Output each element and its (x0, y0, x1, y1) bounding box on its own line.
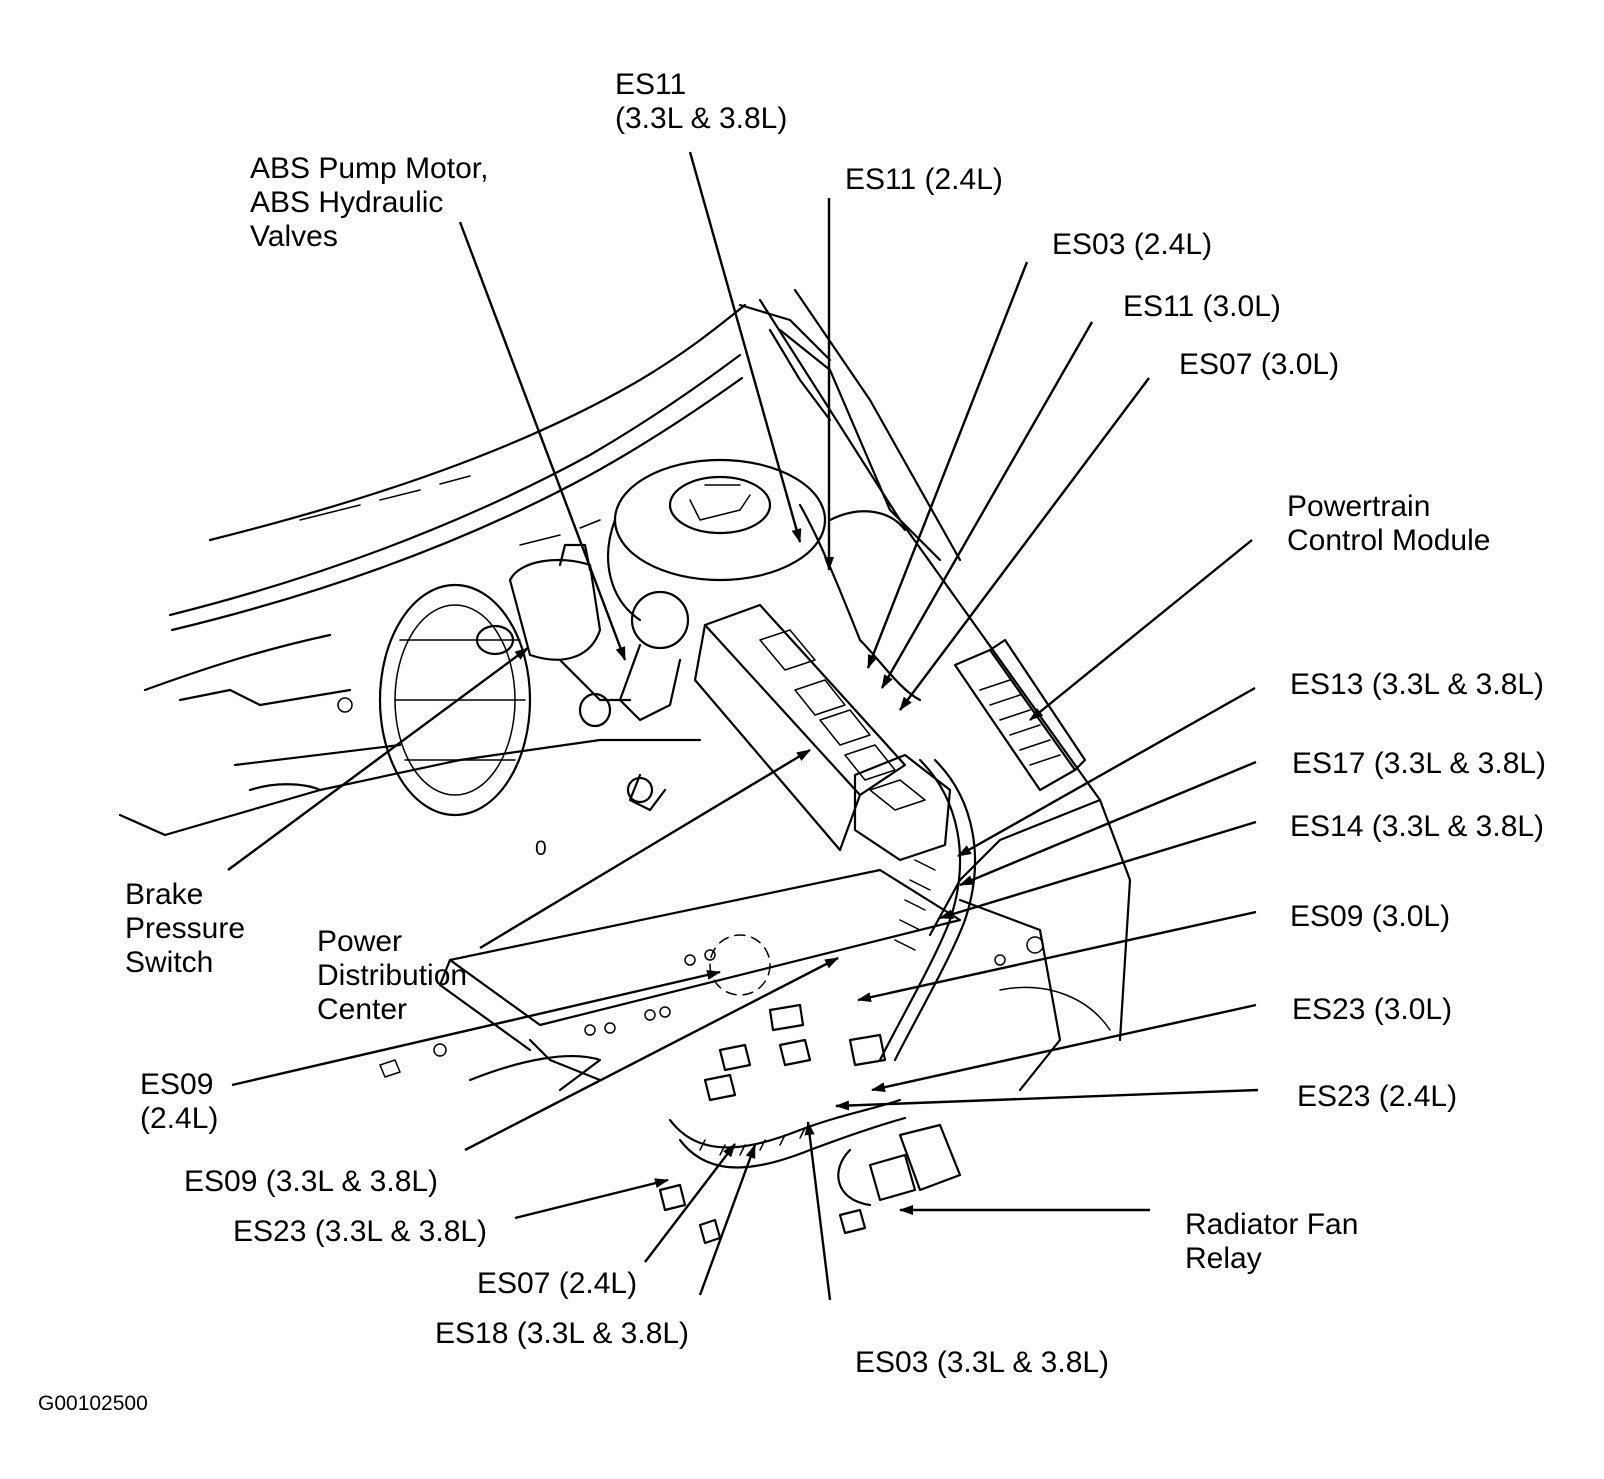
figure-code: G00102500 (38, 1392, 148, 1415)
leader-pcm (1029, 539, 1253, 721)
label-es13: ES13 (3.3L & 3.8L) (1290, 668, 1545, 701)
engine-compartment-drawing: 0 (118, 288, 1132, 1245)
leader-es11-30 (880, 321, 1094, 689)
leader-es14 (939, 820, 1257, 920)
label-power-distribution-center: Power Distribution Center (317, 925, 468, 1026)
label-es11-30: ES11 (3.0L) (1123, 290, 1281, 323)
label-es17: ES17 (3.3L & 3.8L) (1292, 747, 1547, 780)
label-es23-30: ES23 (3.0L) (1292, 993, 1453, 1026)
leader-es07-24 (644, 1143, 736, 1263)
svg-text:0: 0 (535, 837, 547, 860)
label-abs-pump-motor: ABS Pump Motor, ABS Hydraulic Valves (250, 152, 489, 253)
label-es09-30: ES09 (3.0L) (1290, 900, 1451, 933)
leader-es23-33-38 (514, 1178, 669, 1220)
leader-lines (227, 151, 1259, 1301)
label-es23-24: ES23 (2.4L) (1297, 1080, 1458, 1113)
leader-es18 (698, 1144, 757, 1296)
leader-es09-24 (231, 970, 721, 1087)
leader-es09-33-38 (464, 956, 839, 1152)
leader-es09-30 (857, 910, 1257, 1003)
label-es14: ES14 (3.3L & 3.8L) (1290, 810, 1545, 843)
label-es11-24: ES11 (2.4L) (845, 163, 1003, 196)
leader-pdc (479, 748, 811, 950)
label-es09-24: ES09 (2.4L) (140, 1068, 219, 1135)
label-es11-33-38: ES11 (3.3L & 3.8L) (615, 68, 788, 135)
label-es07-30: ES07 (3.0L) (1179, 348, 1340, 381)
leader-es07-30 (899, 377, 1150, 711)
leader-es23-30 (871, 1003, 1257, 1093)
leader-es03-24 (866, 261, 1029, 669)
label-radiator-fan-relay: Radiator Fan Relay (1185, 1208, 1359, 1275)
leader-es11-33-38 (688, 151, 802, 543)
label-es23-33-38: ES23 (3.3L & 3.8L) (233, 1215, 488, 1248)
label-es03-33-38: ES03 (3.3L & 3.8L) (855, 1346, 1110, 1379)
label-brake-pressure-switch: Brake Pressure Switch (125, 878, 246, 979)
label-powertrain-control-module: Powertrain Control Module (1287, 490, 1491, 557)
leader-es23-24 (835, 1088, 1259, 1111)
leader-es03-33-38 (804, 1121, 832, 1301)
label-es09-33-38: ES09 (3.3L & 3.8L) (184, 1165, 439, 1198)
label-es07-24: ES07 (2.4L) (477, 1267, 638, 1300)
leader-es17 (959, 760, 1257, 887)
leader-abs (458, 221, 627, 661)
leader-es13 (957, 686, 1256, 858)
label-es18: ES18 (3.3L & 3.8L) (435, 1317, 690, 1350)
label-es03-24: ES03 (2.4L) (1052, 228, 1213, 261)
leader-brake (227, 647, 529, 871)
